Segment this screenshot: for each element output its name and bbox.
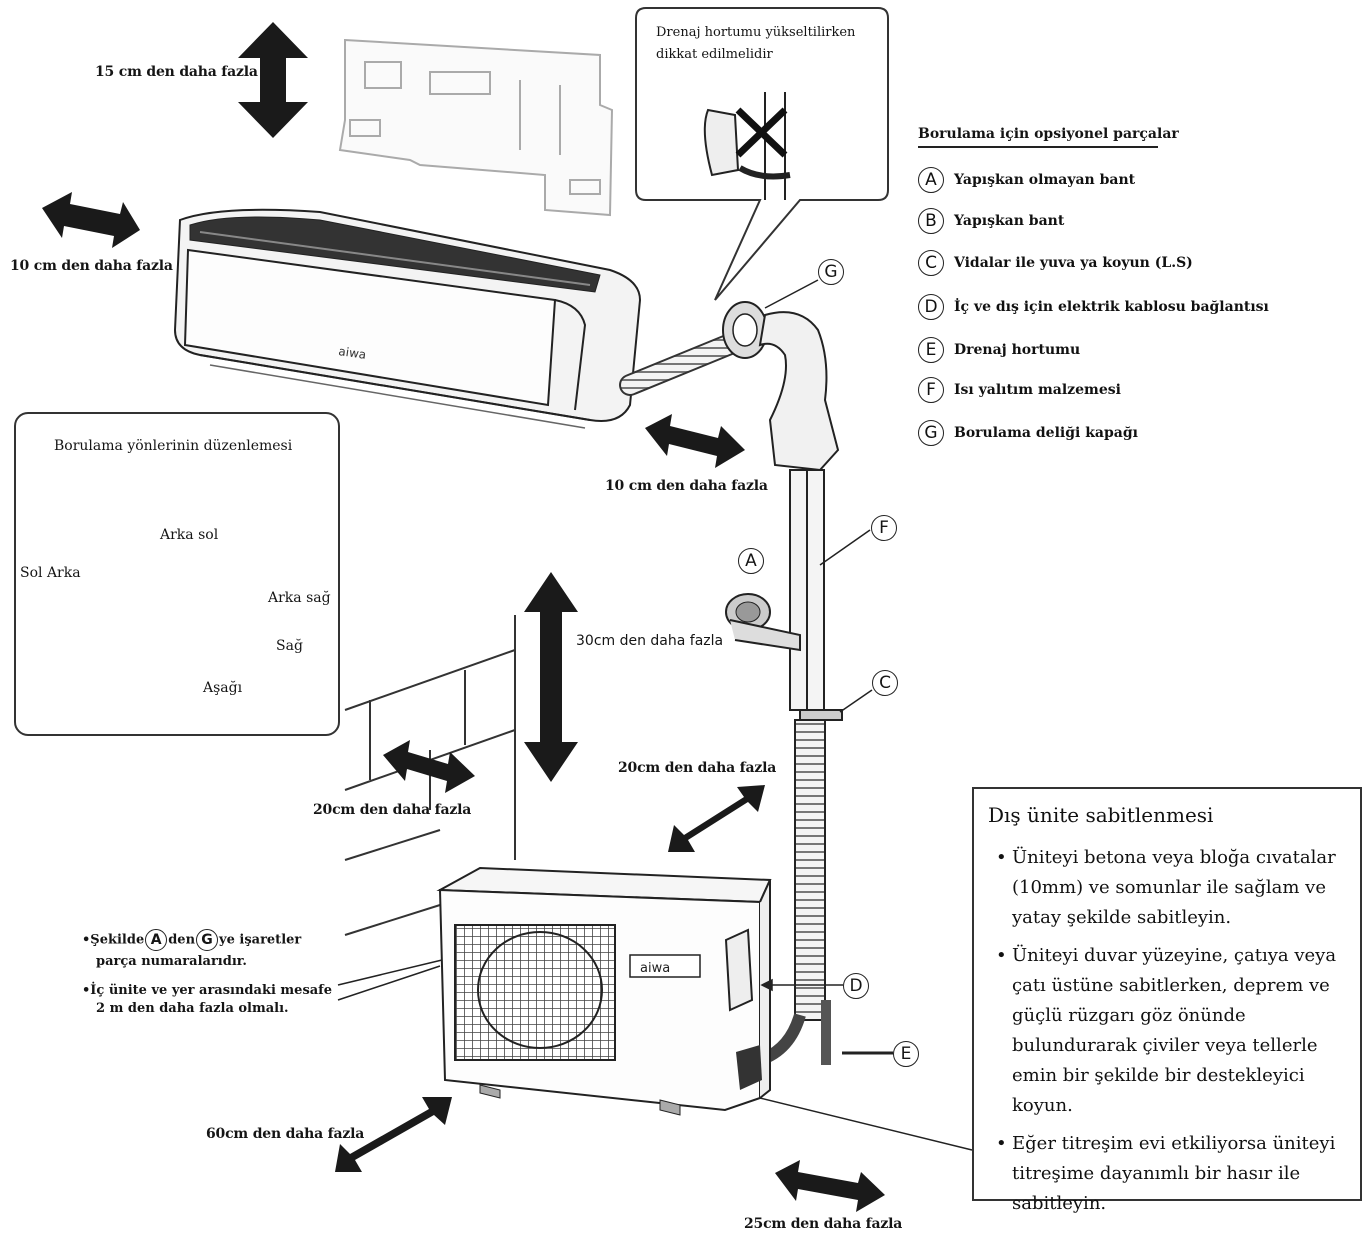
fixing-item-3-line1: Eğer titreşim evi etkiliyorsa üniteyi xyxy=(1012,1133,1336,1154)
fixing-item-2: • Üniteyi duvar yüzeyine, çatıya veya ça… xyxy=(988,941,1346,1121)
note1-mid: den xyxy=(168,932,196,948)
legend-item-d: D İç ve dış için elektrik kablosu bağlan… xyxy=(918,292,1269,322)
outdoor-fixing-box: Dış ünite sabitlenmesi • Üniteyi betona … xyxy=(972,787,1362,1214)
legend-label-c: Vidalar ile yuva ya koyun (L.S) xyxy=(954,255,1193,271)
fixing-item-2-line4: bulundurarak çiviler veya tellerle xyxy=(1012,1035,1318,1056)
fixing-item-2-line6: koyun. xyxy=(1012,1095,1073,1116)
label-rear-right: Arka sağ xyxy=(268,590,331,606)
legend-label-a: Yapışkan olmayan bant xyxy=(954,172,1136,188)
arrow-right-clearance xyxy=(645,414,745,468)
piping-directions-box xyxy=(14,412,340,736)
clearance-top-label: 15 cm den daha fazla xyxy=(95,64,258,80)
bullet-icon: • xyxy=(996,847,1007,868)
fixing-item-2-line3: güçlü rüzgarı göz önünde xyxy=(1012,1005,1246,1026)
note2-line2: 2 m den daha fazla olmalı. xyxy=(96,1001,289,1016)
legend-label-e: Drenaj hortumu xyxy=(954,342,1081,358)
clearance-left-label: 10 cm den daha fazla xyxy=(10,258,173,274)
marker-d-callout: D xyxy=(843,973,869,999)
legend-item-e: E Drenaj hortumu xyxy=(918,335,1080,365)
legend-label-d: İç ve dış için elektrik kablosu bağlantı… xyxy=(954,299,1269,315)
marker-c-callout: C xyxy=(872,670,898,696)
marker-leaders xyxy=(337,279,973,1151)
arrow-top-clearance xyxy=(238,22,308,138)
outdoor-brand-logo: aiwa xyxy=(640,961,670,976)
legend-label-g: Borulama deliği kapağı xyxy=(954,425,1138,441)
legend-label-b: Yapışkan bant xyxy=(954,213,1065,229)
clearance-right-label: 10 cm den daha fazla xyxy=(605,478,768,494)
fixing-item-1-line2: (10mm) ve somunlar ile sağlam ve xyxy=(1012,877,1326,898)
fixing-item-1-line1: Üniteyi betona veya bloğa cıvatalar xyxy=(1012,847,1336,868)
clearance-outdoor-top-label: 30cm den daha fazla xyxy=(576,633,724,649)
vertical-pipe xyxy=(737,311,843,1085)
piping-box-title: Borulama yönlerinin düzenlemesi xyxy=(54,438,293,454)
marker-f-icon: F xyxy=(918,377,944,403)
marker-b-icon: B xyxy=(918,208,944,234)
note1-suffix: ye işaretler xyxy=(219,932,302,948)
fixing-item-1-line3: yatay şekilde sabitleyin. xyxy=(1012,907,1232,928)
arrow-outdoor-left xyxy=(383,740,475,793)
arrow-left-clearance xyxy=(42,192,140,248)
legend-item-c: C Vidalar ile yuva ya koyun (L.S) xyxy=(918,248,1193,278)
legend-item-b: B Yapışkan bant xyxy=(918,206,1064,236)
note1-line2: parça numaralarıdır. xyxy=(96,954,247,969)
indoor-brand-logo: aiwa xyxy=(338,344,368,362)
label-rear-left: Arka sol xyxy=(160,527,219,543)
drain-callout-line2: dikkat edilmelidir xyxy=(656,47,773,62)
fixing-item-3-line2: titreşime dayanımlı bir hasır ile xyxy=(1012,1163,1301,1184)
tape-roll xyxy=(725,593,801,652)
legend-title: Borulama için opsiyonel parçalar xyxy=(918,126,1179,148)
marker-a-icon: A xyxy=(918,167,944,193)
dimension-arrows xyxy=(42,22,885,1212)
marker-d-icon: D xyxy=(918,294,944,320)
marker-g-icon: G xyxy=(918,420,944,446)
drain-callout-line1: Drenaj hortumu yükseltilirken xyxy=(656,25,856,40)
marker-e-icon: E xyxy=(918,337,944,363)
marker-f-callout: F xyxy=(871,515,897,541)
clearance-outdoor-left-label: 20cm den daha fazla xyxy=(313,802,472,818)
outdoor-fixing-title: Dış ünite sabitlenmesi xyxy=(988,803,1214,827)
clearance-outdoor-front-label: 60cm den daha fazla xyxy=(206,1126,365,1142)
marker-c-icon: C xyxy=(918,250,944,276)
bullet-icon: • xyxy=(996,945,1007,966)
label-down: Aşağı xyxy=(203,680,243,696)
clearance-outdoor-right-label: 20cm den daha fazla xyxy=(618,760,777,776)
arrow-outdoor-front xyxy=(335,1097,452,1172)
arrow-outdoor-back xyxy=(775,1160,885,1212)
indoor-unit xyxy=(173,208,642,429)
note-marker-a-icon: A xyxy=(145,929,168,951)
drain-callout-bubble xyxy=(635,7,889,301)
legend-item-g: G Borulama deliği kapağı xyxy=(918,418,1138,448)
outdoor-unit xyxy=(436,866,772,1116)
marker-a-callout: A xyxy=(738,548,764,574)
legend-label-f: Isı yalıtım malzemesi xyxy=(954,382,1121,398)
fixing-item-3-line3: sabitleyin. xyxy=(1012,1193,1107,1214)
label-right: Sağ xyxy=(276,638,303,654)
note1-prefix: •Şekilde xyxy=(82,932,145,948)
clearance-outdoor-back-label: 25cm den daha fazla xyxy=(744,1216,903,1232)
marker-e-callout: E xyxy=(893,1041,919,1067)
arrow-outdoor-right xyxy=(668,785,765,852)
indoor-pipe xyxy=(619,301,768,396)
fixing-item-2-line1: Üniteyi duvar yüzeyine, çatıya veya xyxy=(1012,945,1337,966)
note-marker-g-icon: G xyxy=(196,929,219,951)
fixing-item-2-line5: emin bir şekilde bir destekleyici xyxy=(1012,1065,1305,1086)
label-left-rear: Sol Arka xyxy=(20,565,81,581)
marker-g-callout: G xyxy=(818,259,844,285)
legend-item-a: A Yapışkan olmayan bant xyxy=(918,165,1135,195)
arrow-outdoor-top xyxy=(524,572,578,782)
fixing-item-1: • Üniteyi betona veya bloğa cıvatalar (1… xyxy=(988,843,1346,933)
fixing-item-2-line2: çatı üstüne sabitlerken, deprem ve xyxy=(1012,975,1330,996)
note2-line1: •İç ünite ve yer arasındaki mesafe xyxy=(82,983,333,998)
mounting-plate xyxy=(338,38,614,217)
legend-item-f: F Isı yalıtım malzemesi xyxy=(918,375,1121,405)
fixing-item-3: • Eğer titreşim evi etkiliyorsa üniteyi … xyxy=(988,1129,1346,1219)
drain-callout-text: Drenaj hortumu yükseltilirken dikkat edi… xyxy=(656,22,855,66)
bullet-icon: • xyxy=(996,1133,1007,1154)
